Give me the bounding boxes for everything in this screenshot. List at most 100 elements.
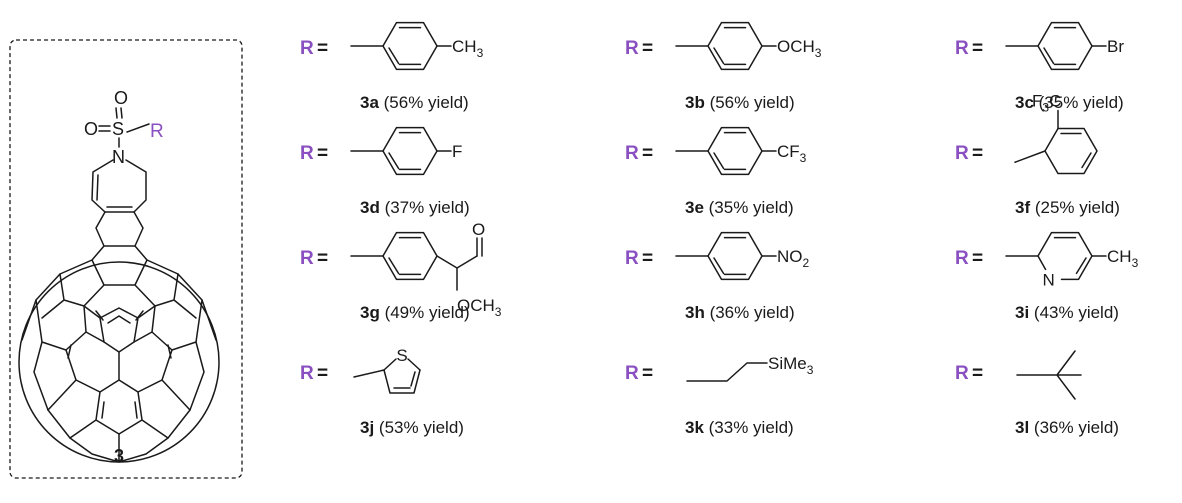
compound-id: 3i (1015, 303, 1029, 322)
fullerene-cage (18, 245, 220, 463)
equals-sign: = (317, 38, 328, 59)
para-substituent: OCH3 (777, 37, 822, 60)
benzene-ring (382, 21, 438, 71)
r-label: R (300, 248, 314, 269)
trimethylsilyl-group: SiMe3 (768, 354, 814, 377)
yield-value: (43% yield) (1029, 303, 1119, 322)
equals-sign: = (642, 363, 653, 384)
yield-caption: 3b (56% yield) (685, 93, 795, 112)
entry-3d: R =F3d (37% yield) (300, 126, 470, 217)
compound-id: 3l (1015, 418, 1029, 437)
entry-3j: R =S3j (53% yield) (300, 346, 464, 437)
yield-caption: 3a (56% yield) (360, 93, 469, 112)
aromatic-inner-bonds (388, 131, 422, 171)
compound-id: 3g (360, 303, 380, 322)
carbonyl-double-bond (476, 237, 483, 257)
atom-o-left: O (84, 119, 98, 139)
attachment-bond (353, 369, 385, 378)
para-substituent: CF3 (777, 142, 807, 165)
cf3-group: F3C (1032, 91, 1061, 114)
methyl-group: CH3 (1107, 247, 1139, 270)
equals-sign: = (642, 248, 653, 269)
atom-n: N (112, 147, 125, 167)
methoxy-group: OCH3 (457, 296, 502, 319)
core-compound-number: 3 (114, 446, 124, 466)
pyridine-ring (1037, 231, 1093, 281)
yield-value: (35% yield) (1034, 93, 1124, 112)
thiophene-ring (383, 369, 421, 394)
r-label: R (955, 143, 969, 164)
aromatic-inner-bonds (713, 236, 747, 276)
equals-sign: = (972, 248, 983, 269)
aromatic-inner-bonds (388, 26, 422, 66)
benzene-ring (707, 21, 763, 71)
para-substituent: CH3 (452, 37, 484, 60)
yield-value: (56% yield) (379, 93, 469, 112)
compound-id: 3k (685, 418, 704, 437)
core-compound-panel: O O S R N (9, 39, 243, 479)
r-label: R (625, 143, 639, 164)
yield-caption: 3g (49% yield) (360, 303, 470, 322)
yield-caption: 3j (53% yield) (360, 418, 464, 437)
compound-id: 3j (360, 418, 374, 437)
compound-id: 3e (685, 198, 704, 217)
yield-caption: 3l (36% yield) (1015, 418, 1119, 437)
benzene-ring (707, 126, 763, 176)
entry-3k: R = SiMe3 3k (33% yield) (625, 354, 814, 437)
r-label: R (625, 363, 639, 384)
r-label: R (955, 363, 969, 384)
carbonyl-oxygen: O (472, 220, 485, 239)
aromatic-inner-bonds (393, 371, 416, 389)
yield-caption: 3c (35% yield) (1015, 93, 1124, 112)
equals-sign: = (972, 38, 983, 59)
yield-caption: 3k (33% yield) (685, 418, 794, 437)
yield-caption: 3f (25% yield) (1015, 198, 1120, 217)
aromatic-inner-bonds (713, 131, 747, 171)
equals-sign: = (317, 363, 328, 384)
benzene-ring (382, 231, 438, 281)
aromatic-inner-bonds (1060, 132, 1092, 169)
equals-sign: = (972, 143, 983, 164)
thiophene-s-bonds (383, 358, 421, 371)
yield-value: (36% yield) (1029, 418, 1119, 437)
equals-sign: = (317, 143, 328, 164)
so-double-bond-left (98, 125, 111, 132)
yield-caption: 3d (37% yield) (360, 198, 470, 217)
atom-o-top: O (114, 88, 128, 108)
yield-value: (53% yield) (374, 418, 464, 437)
atom-s: S (112, 119, 124, 139)
equals-sign: = (317, 248, 328, 269)
compound-id: 3h (685, 303, 705, 322)
compound-id: 3f (1015, 198, 1030, 217)
so-double-bond-top (115, 107, 123, 119)
aromatic-inner-bonds (388, 236, 422, 276)
cyclohexene-bridge (95, 211, 144, 247)
compound-id: 3d (360, 198, 380, 217)
para-substituent: Br (1107, 37, 1124, 56)
sulfonyl-group: O O S R N (84, 88, 164, 167)
yield-value: (49% yield) (380, 303, 470, 322)
dashed-frame (9, 39, 243, 479)
yield-value: (36% yield) (705, 303, 795, 322)
equals-sign: = (642, 143, 653, 164)
azepine-ring (91, 159, 147, 213)
equals-sign: = (642, 38, 653, 59)
alkyl-chain (686, 362, 768, 382)
compound-id: 3b (685, 93, 705, 112)
pyridine-nitrogen: N (1043, 270, 1055, 289)
substituent-r-label: R (150, 121, 164, 142)
yield-value: (37% yield) (380, 198, 470, 217)
r-label: R (955, 248, 969, 269)
benzene-ring (1037, 21, 1093, 71)
entry-3i: R = N CH3 3i (43% yield) (955, 231, 1139, 322)
para-substituent: F (452, 142, 462, 161)
yield-caption: 3h (36% yield) (685, 303, 795, 322)
thiophene-sulfur: S (396, 346, 407, 365)
tert-butyl (1016, 350, 1082, 400)
entry-3l: R =3l (36% yield) (955, 350, 1119, 437)
yield-value: (33% yield) (704, 418, 794, 437)
